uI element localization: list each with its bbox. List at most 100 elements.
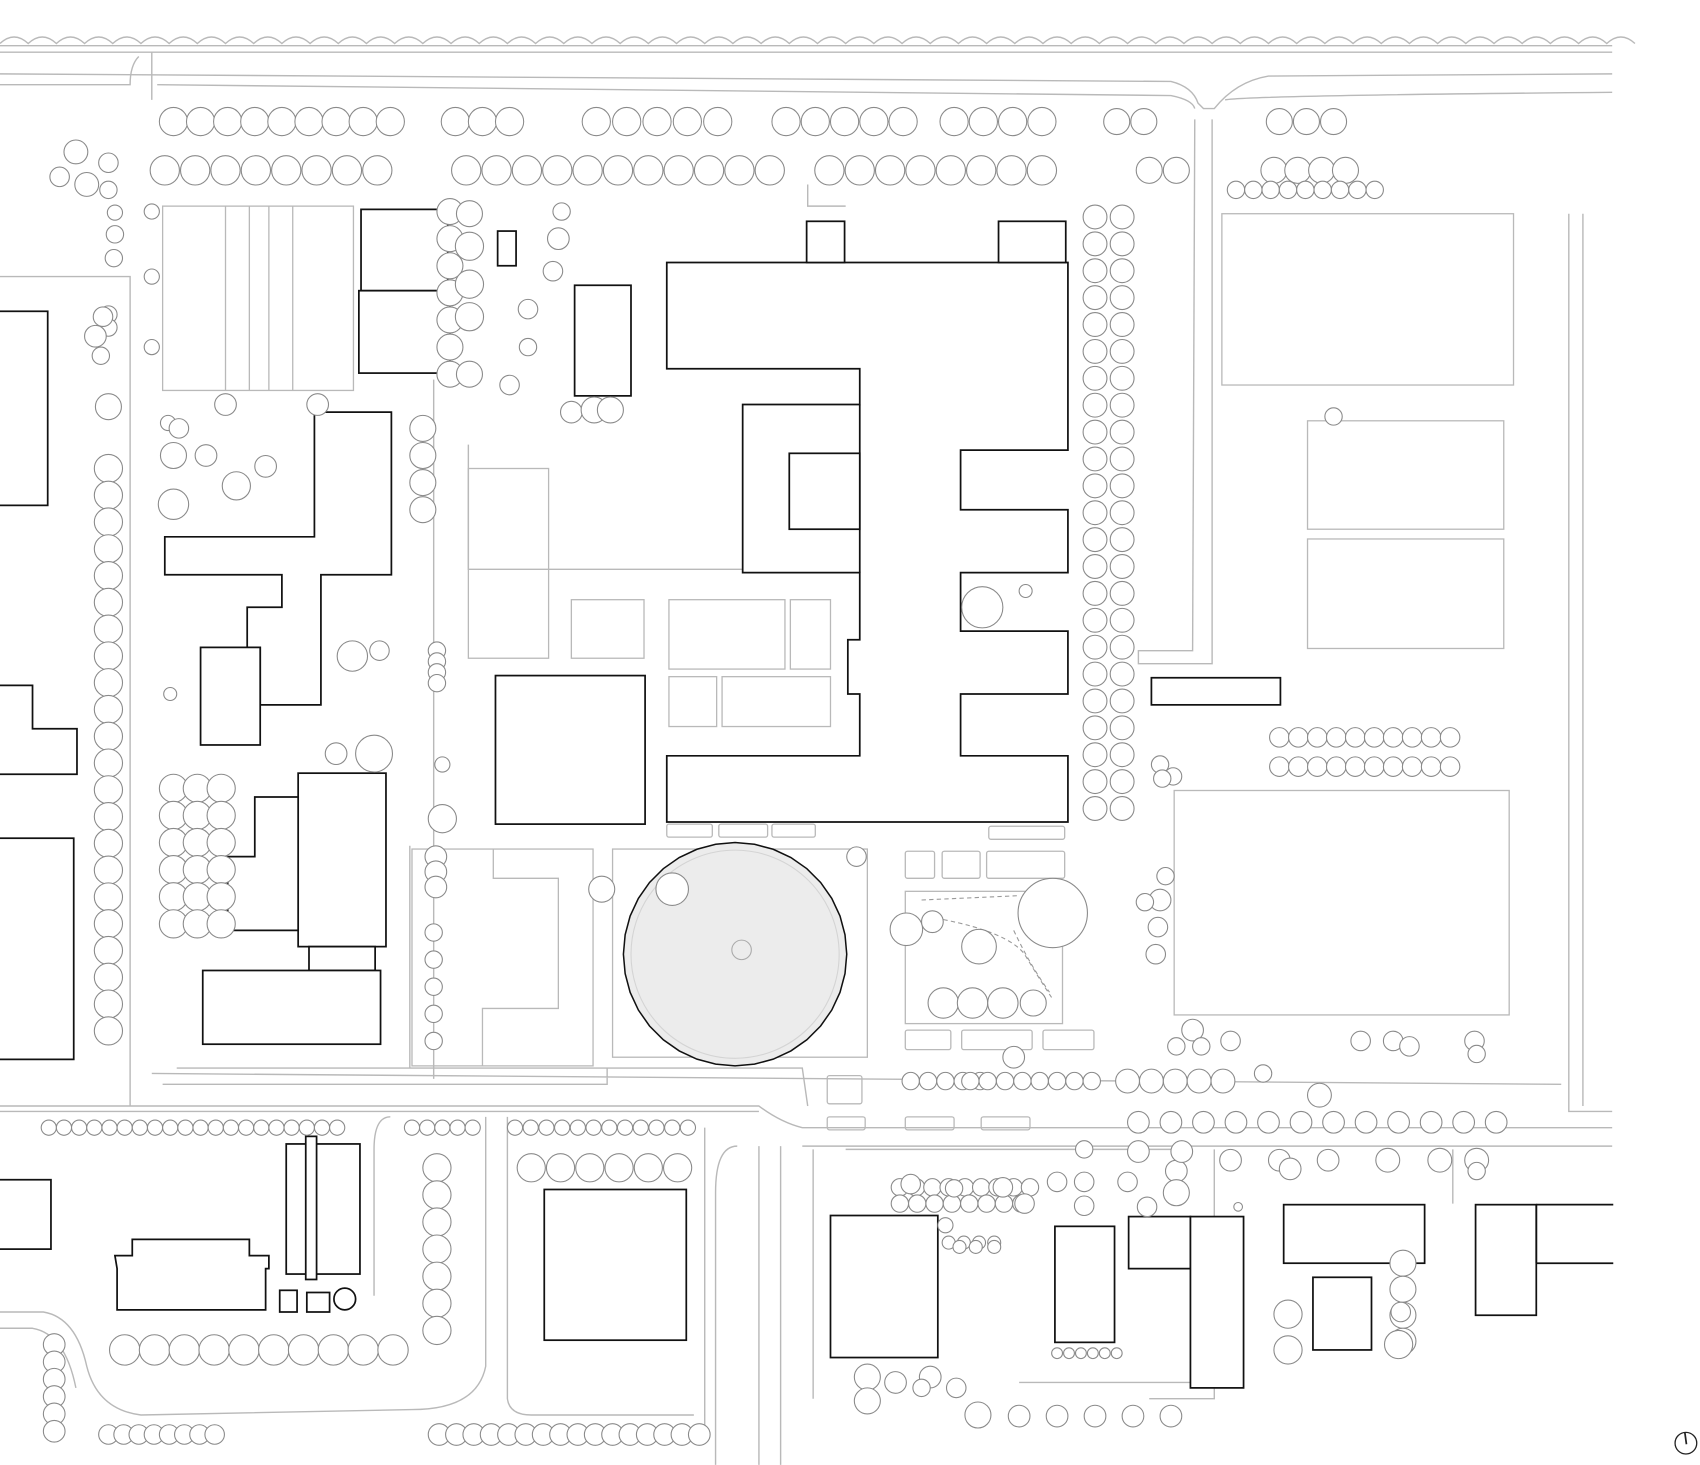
tree [93,1016,124,1046]
tree [1292,108,1320,136]
tree [1147,916,1169,938]
tree [1260,156,1288,184]
tree [1109,607,1135,633]
tree [1082,500,1108,526]
tree [1109,796,1135,821]
tree [687,1423,711,1446]
canopy-east [1150,676,1282,706]
tree [93,775,124,805]
tree [1109,419,1135,445]
tree [179,155,211,186]
tree [1344,756,1366,777]
tree [1288,756,1309,777]
tree [348,106,378,137]
tree [168,1334,201,1366]
tree [918,1071,938,1091]
tree [968,1239,983,1254]
tree [1145,943,1167,965]
tree [1278,180,1298,200]
tree [853,1387,881,1415]
tree [283,1119,300,1136]
tree [552,202,571,221]
tree [1439,727,1461,748]
tree [207,1119,224,1136]
tree [1324,407,1343,426]
tree [1082,742,1108,768]
courtyard-west [411,848,594,1067]
tree [581,106,611,137]
tree [1348,180,1367,200]
tree [1109,715,1135,741]
pavilion-north [573,284,632,397]
block-sw-tall [285,1143,361,1275]
tree [93,641,124,671]
tree [693,155,725,186]
tree [454,231,485,261]
tree [1167,1037,1186,1056]
tree [294,106,324,137]
tree [1322,1110,1345,1134]
block-w-3 [226,796,300,932]
tree [663,155,694,186]
buildings-layer [0,208,1614,1389]
edge-block-3 [0,837,75,1061]
tree [1162,1068,1188,1094]
tree [204,1424,225,1445]
tree [1109,527,1135,553]
tree [1082,661,1108,687]
tree [131,1119,148,1136]
tree [198,1334,230,1366]
small-plot [941,850,981,879]
tree [921,910,944,934]
tree [1073,1171,1095,1193]
tree [1007,1404,1031,1428]
sports-field-3 [1306,538,1505,650]
tree [1138,1068,1164,1094]
tree [1103,108,1131,136]
tree [1109,338,1135,364]
tree [846,846,867,867]
tree [409,414,437,442]
tree [455,200,484,228]
tree [964,1401,992,1429]
tree [1306,756,1328,777]
tree [1135,892,1155,912]
tree [1162,156,1190,184]
tree [1308,156,1336,184]
main-building-courtyard [788,452,861,531]
tree [1325,727,1347,748]
tree [419,1119,436,1136]
tree [569,1119,587,1136]
tree [149,155,180,186]
tree [642,106,672,137]
tree [908,1194,927,1213]
block-w-2 [297,772,387,948]
tree [1284,156,1312,184]
tree [63,139,89,165]
tree [1390,1301,1412,1323]
tree [662,1153,693,1183]
tree [40,1119,57,1136]
tree [1244,180,1263,200]
tree [859,106,889,137]
tree [516,1153,546,1183]
tree [206,909,236,939]
tree [923,1178,942,1197]
tree [427,804,457,834]
block-s-4 [1127,1215,1192,1270]
top-road-edge [0,51,1613,110]
tree [1082,715,1108,741]
tree [936,1071,955,1091]
tree [422,1315,452,1346]
block-sw-small-2 [305,1291,331,1313]
tree [1073,1195,1095,1217]
tree [874,155,906,186]
tree [331,155,363,186]
tree [655,872,689,906]
tree [1082,312,1108,337]
tree [1181,1018,1204,1042]
tree [494,106,525,137]
tree [771,106,801,137]
tree [194,444,218,467]
